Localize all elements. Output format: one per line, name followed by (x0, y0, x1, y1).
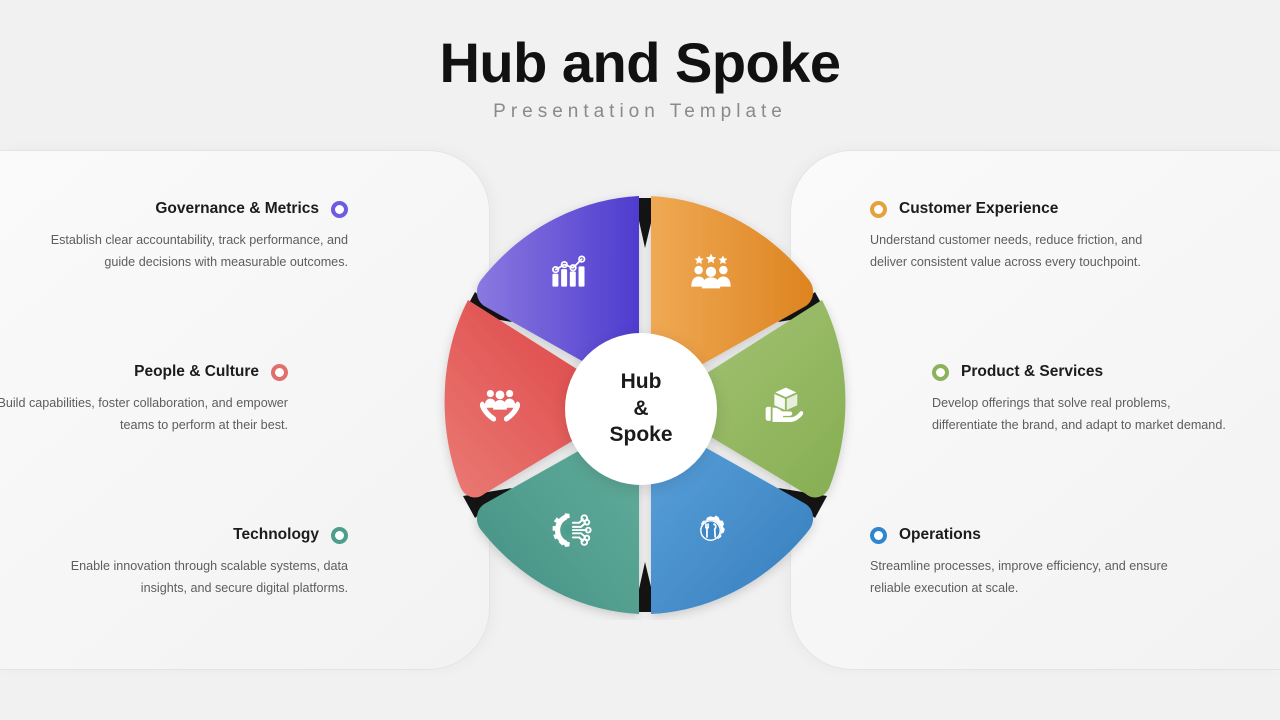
segment-product-services (662, 300, 846, 498)
slide-header: Hub and Spoke Presentation Template (0, 0, 1280, 150)
item-title: Customer Experience (899, 200, 1059, 217)
left-panel (0, 150, 490, 670)
hub-label-line-2: & (633, 396, 649, 420)
hub-circle: Hub & Spoke (565, 333, 717, 485)
segment-people-culture (444, 300, 628, 498)
item-title: Technology (233, 526, 319, 543)
item-header: Customer Experience (870, 200, 1170, 218)
bullet-ring-icon (271, 363, 288, 381)
item-description: Streamline processes, improve efficiency… (870, 559, 1168, 596)
item-header: Operations (870, 526, 1170, 544)
item-description: Enable innovation through scalable syste… (70, 559, 348, 596)
bullet-ring-icon (331, 200, 348, 218)
page-title: Hub and Spoke (439, 31, 841, 94)
bullet-ring-icon (870, 526, 887, 544)
page-subtitle: Presentation Template (493, 100, 787, 122)
item-header: Technology (48, 526, 348, 544)
segment-operations (651, 420, 814, 614)
bullet-ring-icon (870, 200, 887, 218)
bullet-ring-icon (932, 363, 949, 381)
hub-label-line-3: Spoke (609, 423, 673, 447)
item-technology[interactable]: Technology Enable innovation through sca… (48, 526, 348, 600)
hub-and-spoke-wheel (430, 190, 860, 620)
hub-label-line-1: Hub (620, 370, 662, 394)
item-title: People & Culture (134, 363, 259, 380)
segment-governance (476, 196, 639, 390)
item-description: Understand customer needs, reduce fricti… (870, 233, 1143, 270)
item-people-culture[interactable]: People & Culture Build capabilities, fos… (0, 363, 288, 437)
segment-customer-experience (651, 196, 814, 390)
item-description: Develop offerings that solve real proble… (932, 396, 1226, 433)
item-header: Product & Services (932, 363, 1232, 381)
item-header: Governance & Metrics (48, 200, 348, 218)
right-panel (790, 150, 1280, 670)
item-governance-metrics[interactable]: Governance & Metrics Establish clear acc… (48, 200, 348, 274)
item-description: Establish clear accountability, track pe… (50, 233, 348, 270)
item-operations[interactable]: Operations Streamline processes, improve… (870, 526, 1170, 600)
item-title: Operations (899, 526, 981, 543)
item-product-services[interactable]: Product & Services Develop offerings tha… (932, 363, 1232, 437)
item-title: Product & Services (961, 363, 1104, 380)
bullet-ring-icon (331, 526, 348, 544)
item-header: People & Culture (0, 363, 288, 381)
item-customer-experience[interactable]: Customer Experience Understand customer … (870, 200, 1170, 274)
item-title: Governance & Metrics (155, 200, 319, 217)
item-description: Build capabilities, foster collaboration… (0, 396, 288, 433)
